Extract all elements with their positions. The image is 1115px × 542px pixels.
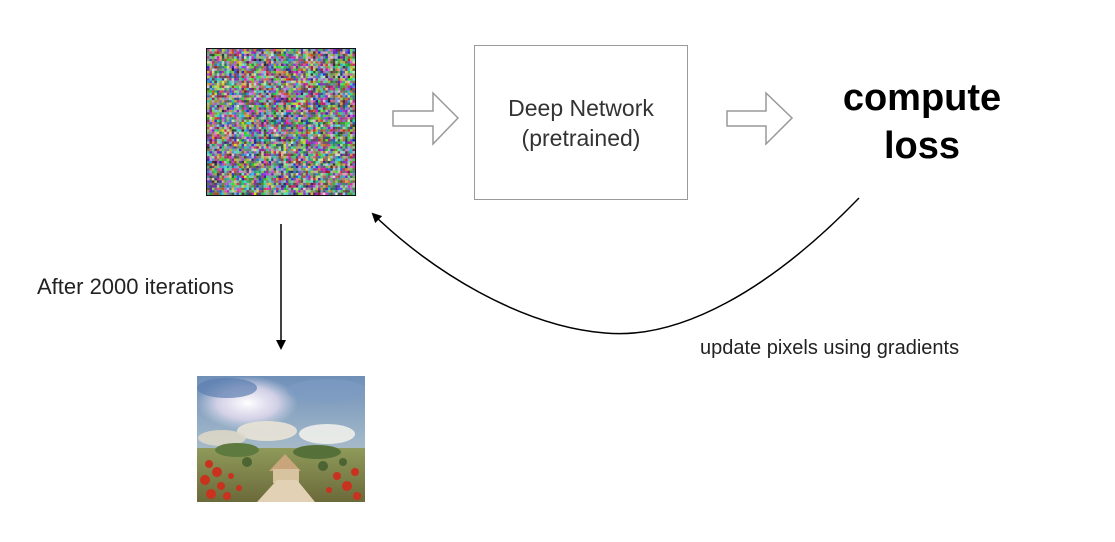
network-box-line2: (pretrained) (521, 124, 641, 151)
hollow-arrow-right-1 (392, 91, 460, 146)
iterations-label: After 2000 iterations (37, 274, 234, 299)
compute-loss-line1: compute (842, 77, 1002, 119)
deep-network-box: Deep Network (pretrained) (474, 45, 688, 200)
random-noise-image (206, 48, 356, 196)
network-box-line1: Deep Network (508, 94, 654, 121)
compute-loss-line2: loss (883, 125, 961, 167)
hollow-arrow-right-2 (726, 91, 794, 146)
update-pixels-label: update pixels using gradients (700, 337, 960, 359)
feedback-curve-arrow (371, 197, 860, 335)
compute-loss-label: compute loss (822, 74, 1022, 170)
impressionist-landscape-image (197, 376, 365, 502)
